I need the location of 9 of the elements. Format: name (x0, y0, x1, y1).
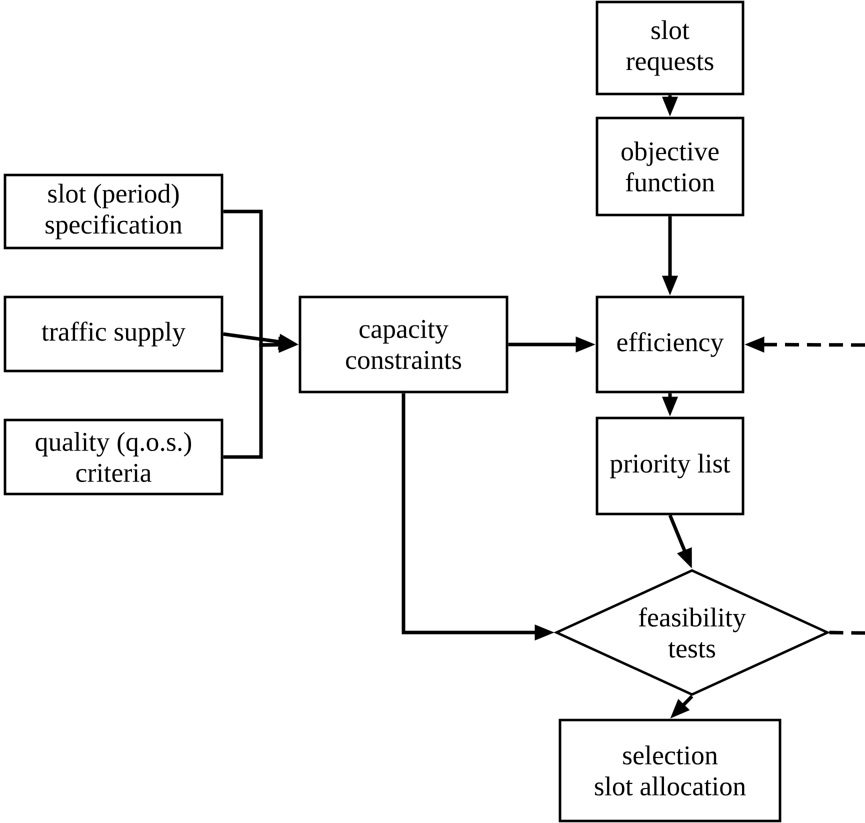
process-box: priority list (596, 416, 744, 516)
process-box: traffic supply (4, 296, 224, 372)
process-box: slot (period) specification (4, 174, 224, 250)
process-box: selection slot allocation (558, 718, 782, 822)
process-box: slot requests (596, 0, 744, 96)
process-box: efficiency (596, 296, 744, 394)
process-box: objective function (596, 116, 744, 216)
process-box: quality (q.o.s.) criteria (4, 418, 224, 496)
process-box: capacity constraints (298, 296, 508, 394)
